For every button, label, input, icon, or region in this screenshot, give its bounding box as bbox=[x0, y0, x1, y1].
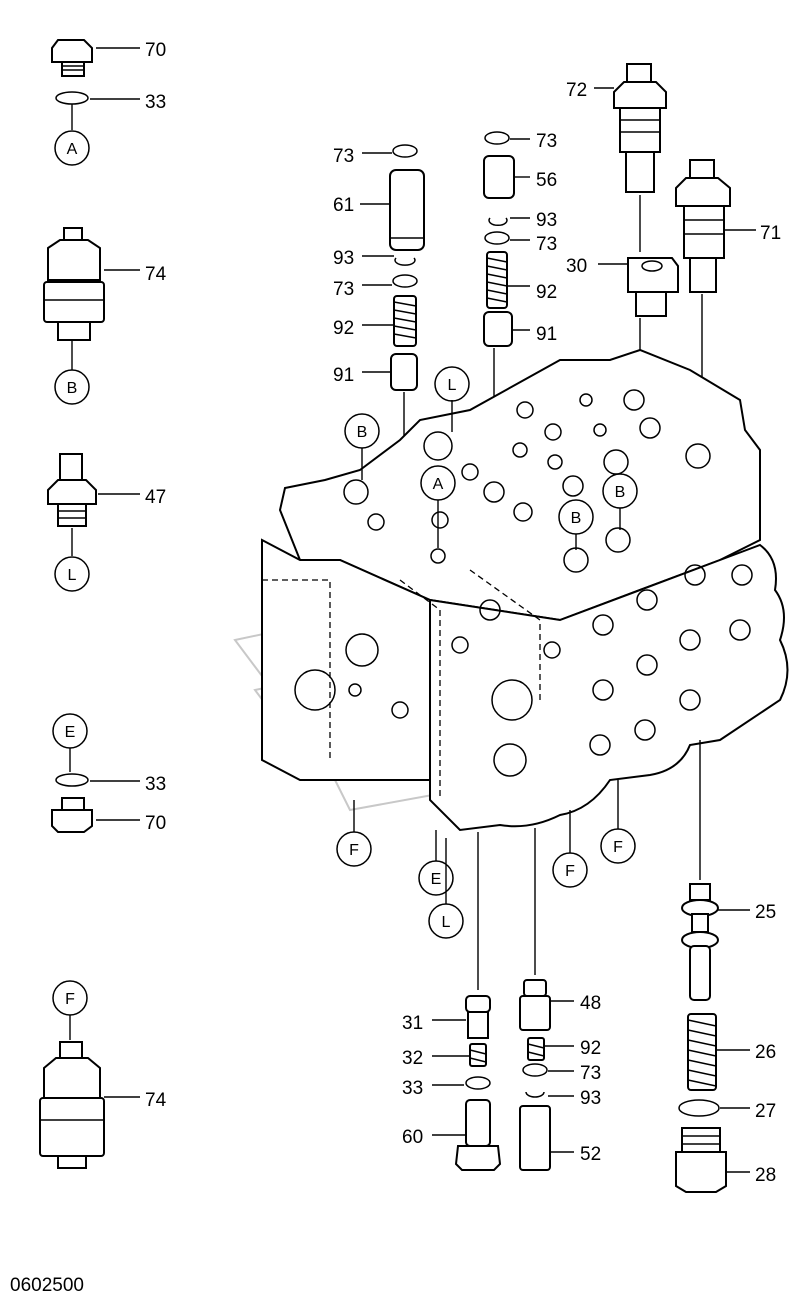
port-label-f-body-3: F bbox=[613, 839, 623, 856]
port-label-l-body-2: L bbox=[442, 914, 451, 931]
port-label-b-body-3: B bbox=[615, 484, 626, 501]
o-ring-33-mid bbox=[55, 773, 89, 787]
part-number-73-s2a: 73 bbox=[536, 131, 557, 152]
plug-70-bottom bbox=[51, 797, 93, 833]
relief-valve-72 bbox=[613, 63, 667, 193]
part-number-71: 71 bbox=[760, 223, 781, 244]
part-number-72: 72 bbox=[566, 80, 587, 101]
o-ring-33-top bbox=[55, 91, 89, 105]
part-number-74: 74 bbox=[145, 264, 167, 285]
part-number-73-s2b: 73 bbox=[536, 234, 557, 255]
port-label-a: A bbox=[67, 141, 78, 158]
relief-valve-74-bottom bbox=[39, 1041, 105, 1169]
part-number-70: 70 bbox=[145, 40, 166, 61]
port-label-a-body: A bbox=[433, 476, 444, 493]
part-number-56: 56 bbox=[536, 170, 557, 191]
port-label-b-body-2: B bbox=[571, 510, 582, 527]
part-number-31: 31 bbox=[402, 1013, 423, 1034]
part-number-92-s1: 92 bbox=[333, 318, 354, 339]
part-number-91-s1: 91 bbox=[333, 365, 354, 386]
part-number-73-s1a: 73 bbox=[333, 146, 354, 167]
part-number-27: 27 bbox=[755, 1101, 776, 1122]
plug-30 bbox=[627, 257, 679, 317]
part-number-32: 32 bbox=[402, 1048, 423, 1069]
plug-70-top bbox=[51, 39, 93, 77]
part-number-33-mid: 33 bbox=[145, 774, 166, 795]
poppet-91-s2 bbox=[483, 311, 513, 347]
plug-28 bbox=[675, 1127, 727, 1193]
port-label-b-body: B bbox=[357, 424, 368, 441]
part-number-93-s2: 93 bbox=[536, 210, 557, 231]
part-number-93-s1: 93 bbox=[333, 248, 354, 269]
drawing-code: 0602500 bbox=[10, 1275, 84, 1296]
part-number-52: 52 bbox=[580, 1144, 601, 1165]
part-number-93-s3: 93 bbox=[580, 1088, 601, 1109]
fitting-47 bbox=[47, 453, 97, 527]
o-ring-27 bbox=[678, 1099, 720, 1117]
port-label-e: E bbox=[65, 724, 76, 741]
spring-32 bbox=[469, 1043, 487, 1067]
part-number-48: 48 bbox=[580, 993, 601, 1014]
spring-26 bbox=[687, 1013, 717, 1091]
part-number-30: 30 bbox=[566, 256, 587, 277]
part-number-73-s1b: 73 bbox=[333, 279, 354, 300]
part-number-25: 25 bbox=[755, 902, 776, 923]
part-number-92-s2: 92 bbox=[536, 282, 557, 303]
relief-valve-71 bbox=[675, 159, 731, 293]
part-number-33: 33 bbox=[145, 92, 166, 113]
part-number-73-s3: 73 bbox=[580, 1063, 601, 1084]
spring-92-s1 bbox=[393, 295, 417, 347]
piston-60 bbox=[454, 1099, 502, 1171]
part-number-70-bottom: 70 bbox=[145, 813, 166, 834]
port-label-l: L bbox=[68, 567, 77, 584]
port-label-f: F bbox=[65, 991, 75, 1008]
part-number-92-s3: 92 bbox=[580, 1038, 601, 1059]
plug-31 bbox=[465, 995, 491, 1039]
snap-ring-93 bbox=[394, 257, 416, 266]
part-number-33-bottom: 33 bbox=[402, 1078, 423, 1099]
port-label-f-body-2: F bbox=[565, 863, 575, 880]
port-label-f-body: F bbox=[349, 842, 359, 859]
spool-61 bbox=[389, 169, 425, 251]
port-label-l-body: L bbox=[448, 377, 457, 394]
part-number-61: 61 bbox=[333, 195, 354, 216]
piston-56 bbox=[483, 155, 515, 199]
spring-92-s2 bbox=[486, 251, 508, 309]
part-number-26: 26 bbox=[755, 1042, 776, 1063]
spool-25 bbox=[681, 883, 719, 1001]
port-label-b: B bbox=[67, 380, 78, 397]
plug-48 bbox=[519, 979, 551, 1031]
part-number-91-s2: 91 bbox=[536, 324, 557, 345]
part-number-74-bottom: 74 bbox=[145, 1090, 167, 1111]
control-valve-body bbox=[261, 348, 789, 832]
port-label-e-body: E bbox=[431, 871, 442, 888]
port-label-circle bbox=[54, 130, 90, 166]
part-number-28: 28 bbox=[755, 1165, 776, 1186]
part-number-60: 60 bbox=[402, 1127, 423, 1148]
spool-52 bbox=[519, 1105, 551, 1171]
poppet-91-s1 bbox=[390, 353, 418, 391]
relief-valve-74-top bbox=[43, 227, 105, 341]
part-number-47: 47 bbox=[145, 487, 166, 508]
spring-92-s3 bbox=[527, 1037, 545, 1061]
